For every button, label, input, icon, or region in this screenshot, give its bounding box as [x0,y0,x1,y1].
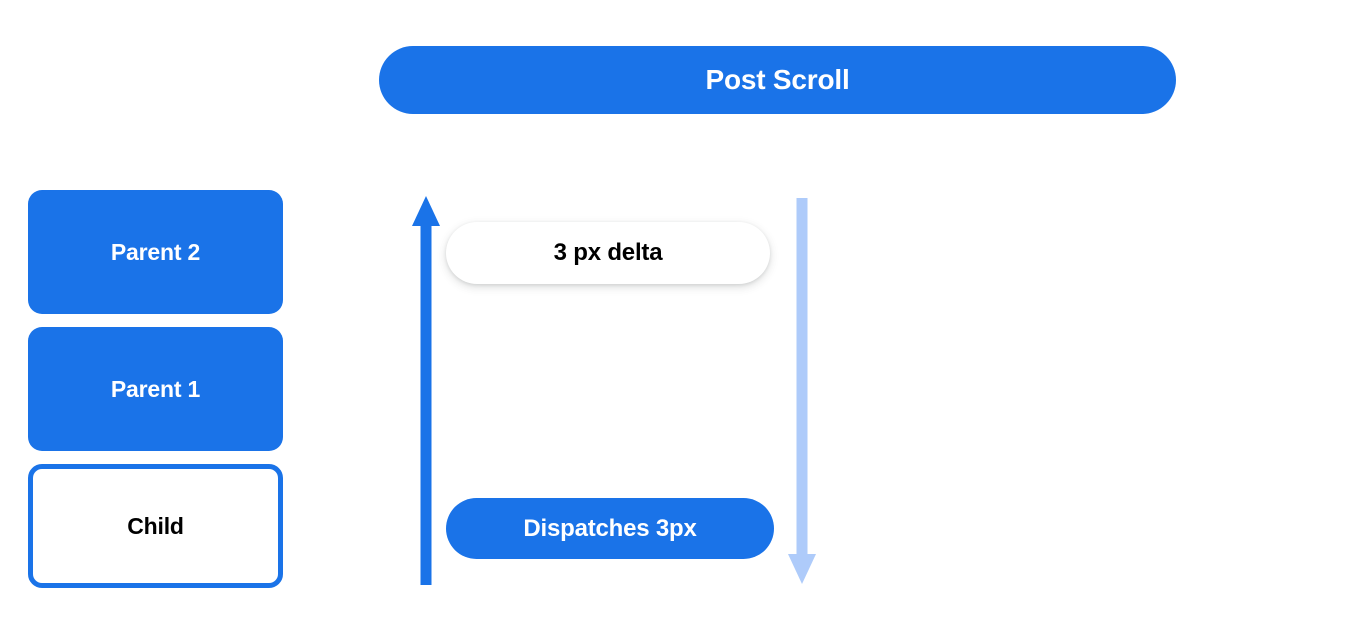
stack-box-parent-1: Parent 1 [28,327,283,451]
dispatch-pill-label: Dispatches 3px [523,514,697,542]
post-scroll-header-bar: Post Scroll [379,46,1176,114]
stack-box-parent-1-label: Parent 1 [110,375,201,402]
delta-pill-label: 3 px delta [553,239,663,266]
stack-box-child: Child [28,464,283,588]
stack-box-parent-2: Parent 2 [28,190,283,314]
stack-box-child-label: Child [127,512,184,539]
arrow-up-icon [412,196,440,585]
dispatch-pill: Dispatches 3px [446,498,774,559]
post-scroll-header-label: Post Scroll [705,64,850,95]
delta-pill: 3 px delta [446,222,770,284]
arrow-down-icon [788,198,816,584]
stack-box-parent-2-label: Parent 2 [110,238,201,265]
